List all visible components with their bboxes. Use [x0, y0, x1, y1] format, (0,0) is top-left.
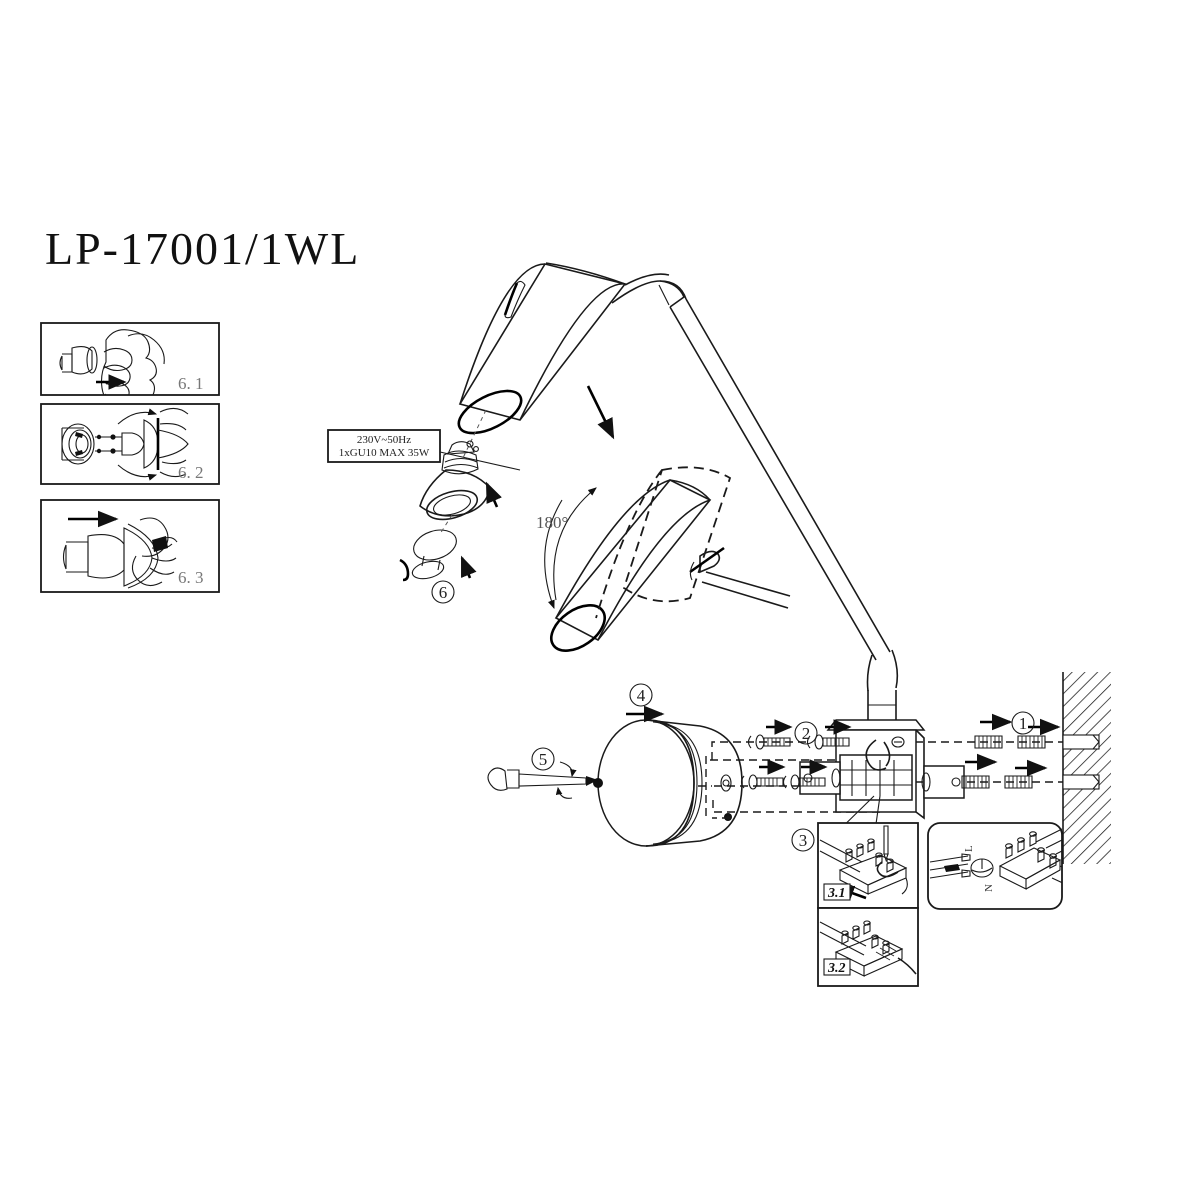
detail-label-3-2: 3.2: [827, 961, 846, 976]
detail-label-3-1: 3.1: [827, 886, 846, 901]
screw-lower-left-2: [782, 759, 828, 790]
bulb-step-6-1-art: [59, 329, 165, 395]
page-title: LP-17001/1WL: [45, 223, 361, 274]
bulb-step-label-1: 6. 1: [178, 374, 204, 393]
spec-label-box: 230V~50Hz 1xGU10 MAX 35W: [327, 429, 521, 471]
wall-mount-bracket: [799, 649, 965, 820]
bulb-step-6-3-art: [62, 510, 178, 589]
screw-upper-left-2: [806, 719, 852, 750]
lamp-rotation-demo: 180°: [536, 466, 791, 652]
callout-6-label: 6: [439, 583, 448, 602]
wire-live-label: L: [963, 845, 975, 852]
wire-neutral-label: N: [983, 884, 995, 892]
callout-2-label: 2: [802, 724, 811, 743]
spec-lamp-text: 1xGU10 MAX 35W: [339, 447, 430, 459]
canopy-cover-group: 4 5: [487, 683, 743, 847]
bulb-exploded-group: 6: [399, 440, 502, 604]
callout-3-label: 3: [799, 831, 808, 850]
bulb-step-box-6-1: 6. 1: [40, 322, 220, 396]
screw-lower-left: [740, 759, 786, 790]
wall-anchor-upper: [974, 713, 1061, 749]
callout-1-label: 1: [1019, 714, 1028, 733]
screw-upper-left: [747, 719, 793, 750]
bulb-step-label-2: 6. 2: [178, 463, 204, 482]
spec-voltage-text: 230V~50Hz: [357, 434, 411, 446]
lamp-head-assembly: [457, 262, 891, 661]
fasteners-group: 2: [740, 711, 1061, 790]
rotation-angle-label: 180°: [536, 513, 568, 532]
bulb-instruction-boxes: 6. 1: [40, 322, 220, 593]
bulb-step-label-3: 6. 3: [178, 568, 204, 587]
detail-box-3-2: 3.2: [817, 907, 919, 987]
bulb-step-box-6-2: 6. 2: [40, 403, 220, 485]
terminal-detail-group: 3: [791, 795, 1063, 987]
wall-anchor-lower: [961, 753, 1048, 789]
detail-box-3-1: 3.1: [817, 822, 919, 909]
callout-5-label: 5: [539, 750, 548, 769]
bulb-step-6-2-art: [61, 407, 189, 481]
wire-connection-detail-box: L N: [927, 822, 1063, 910]
bulb-step-box-6-3: 6. 3: [40, 499, 220, 593]
wall: [1062, 672, 1111, 864]
callout-4-label: 4: [637, 686, 646, 705]
